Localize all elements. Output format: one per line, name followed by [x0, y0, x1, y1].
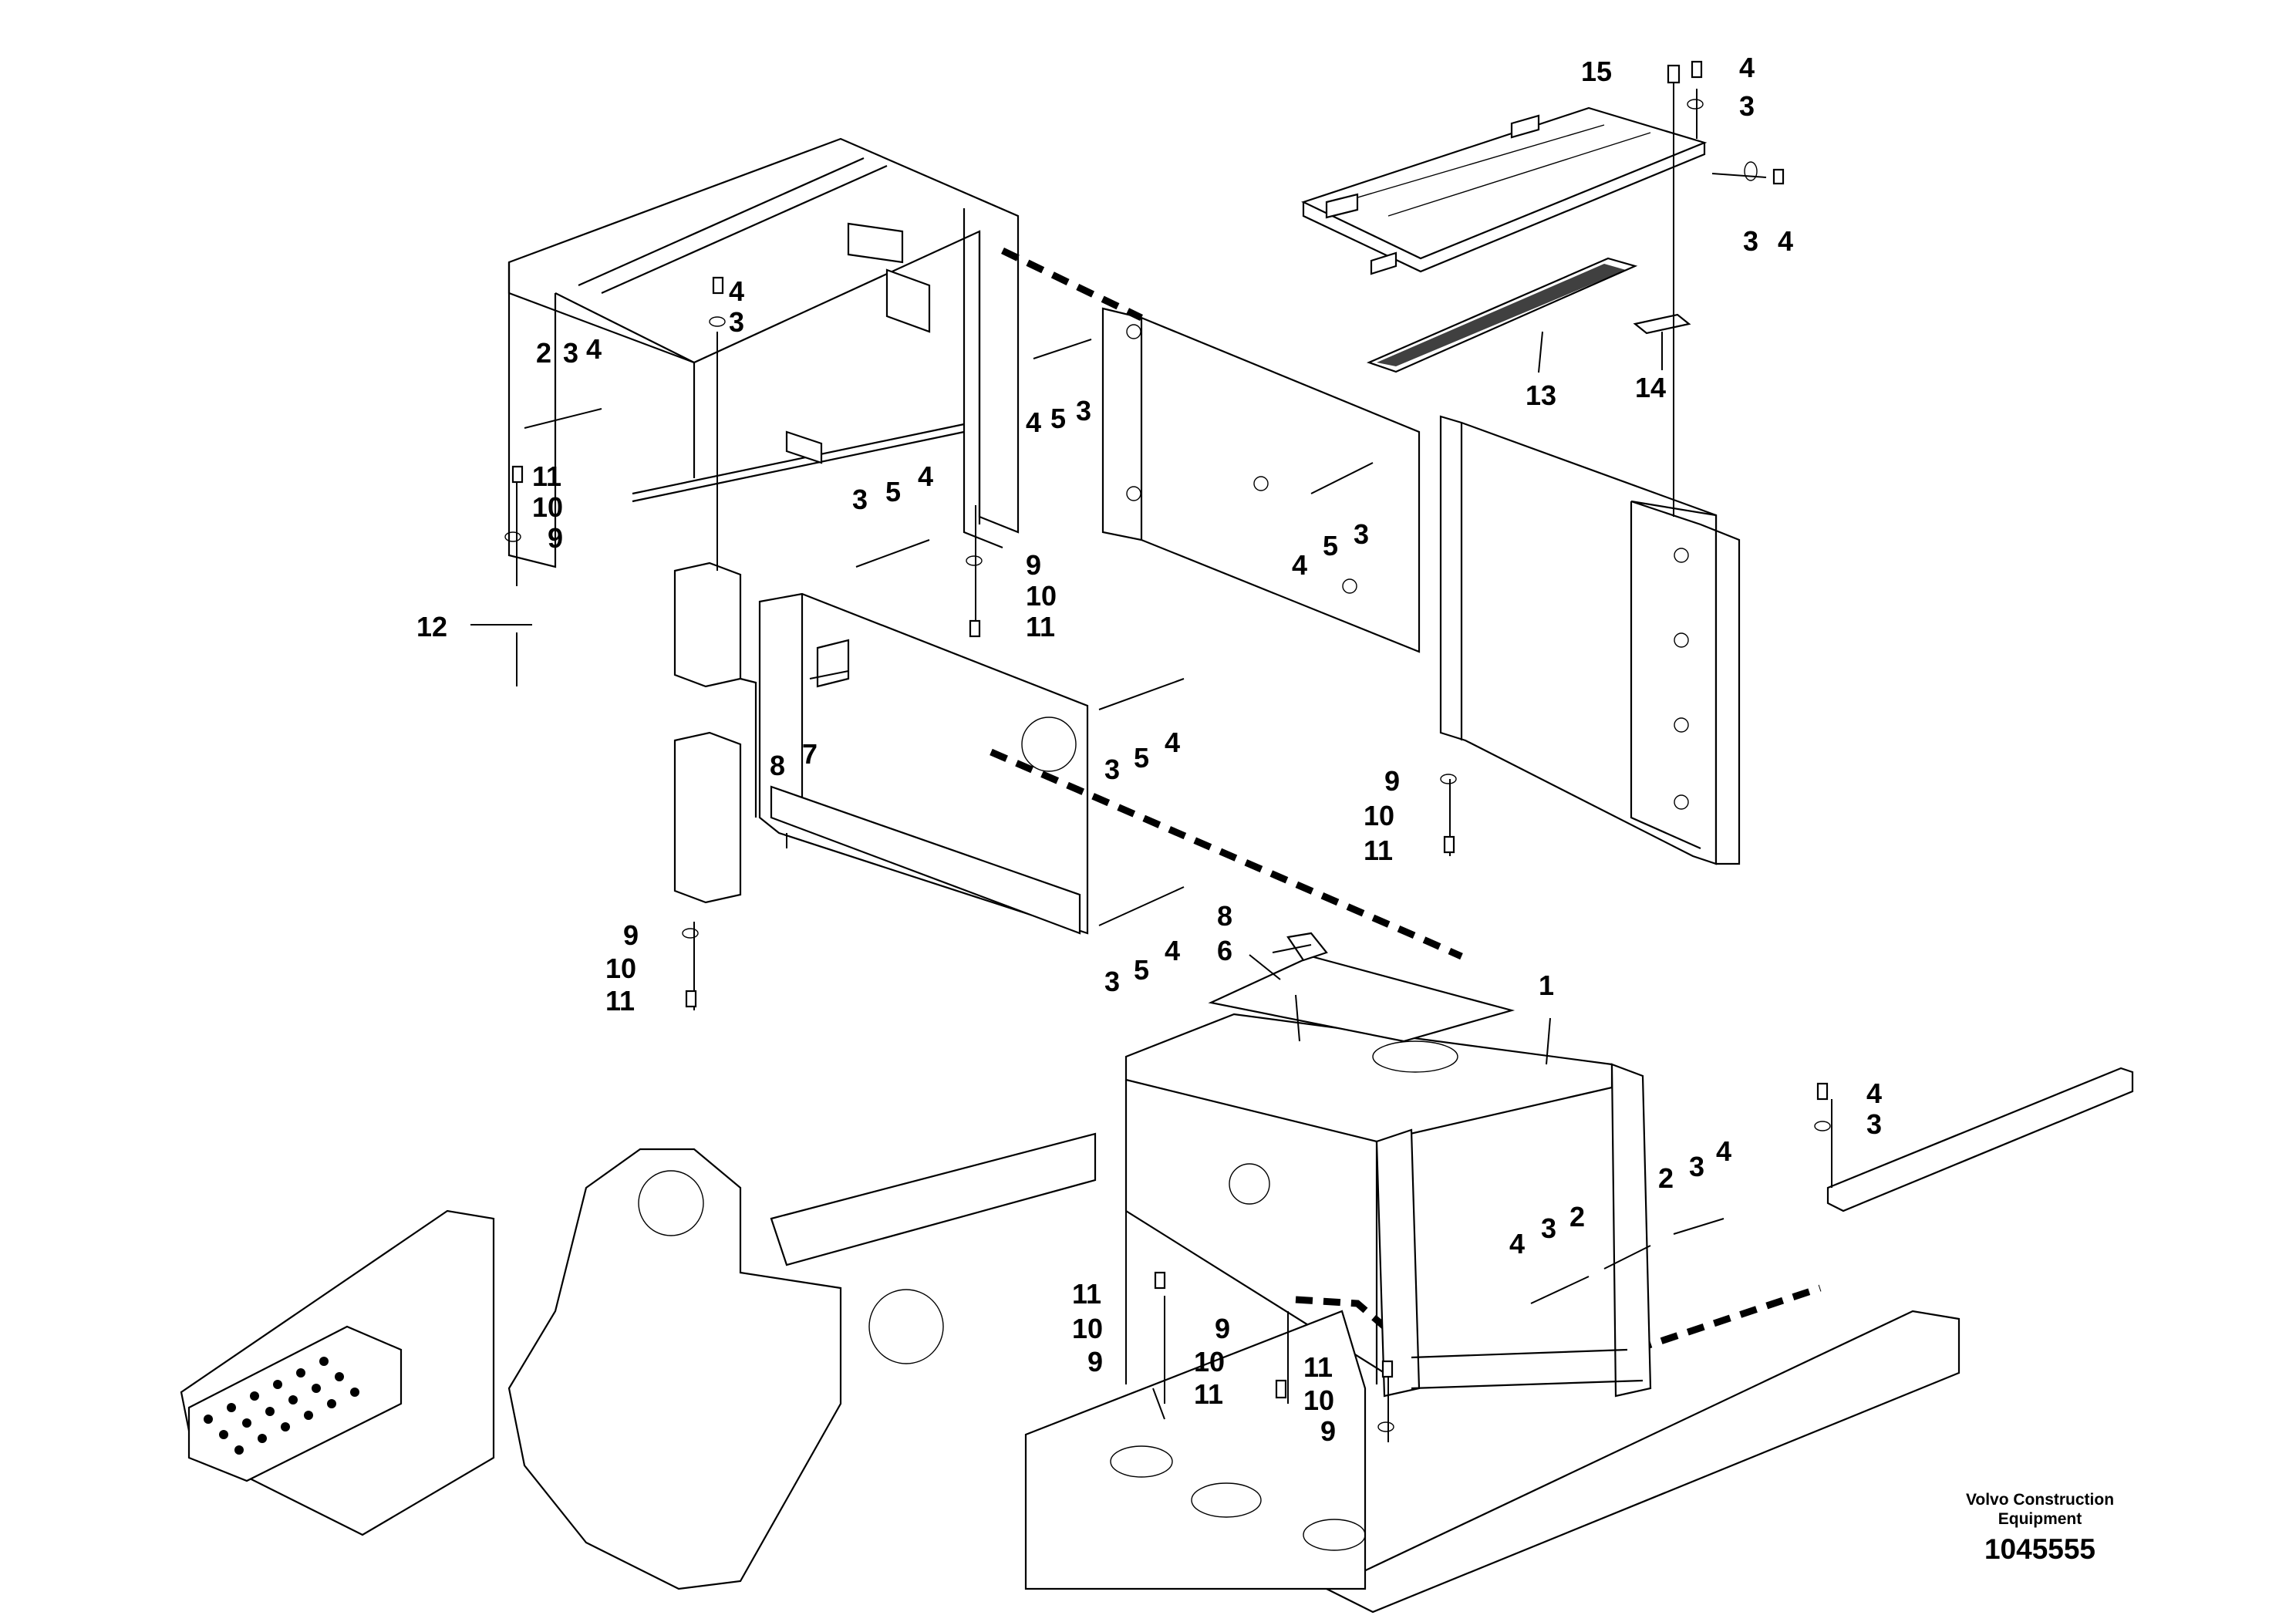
strip-part-14 — [1633, 313, 1691, 335]
callout-label: 4 — [1509, 1228, 1525, 1259]
callout-label: 3 — [852, 484, 868, 515]
callout-label: 5 — [1050, 403, 1066, 434]
right-rail-assembly — [1324, 1067, 2134, 1614]
callout-label: 2 — [536, 337, 551, 369]
callout-label: 9 — [1087, 1346, 1103, 1378]
narrow-left-column — [673, 561, 757, 904]
callout-label: 9 — [623, 919, 639, 951]
callout-label: 7 — [802, 738, 818, 770]
grille-plate — [1366, 257, 1638, 373]
callout-label: 10 — [605, 953, 636, 984]
callout-label: 5 — [885, 476, 901, 508]
callout-label: 4 — [1866, 1077, 1882, 1109]
callout-label: 5 — [1134, 742, 1149, 774]
middle-front-panel — [758, 592, 1089, 935]
callout-label: 9 — [1384, 765, 1400, 797]
callout-label: 4 — [586, 333, 602, 365]
callout-label: 11 — [532, 460, 561, 492]
brand-line-2: Equipment — [1998, 1510, 2082, 1528]
left-main-frame — [507, 137, 1020, 568]
callout-label: 3 — [1541, 1212, 1556, 1244]
callout-label: 3 — [1104, 754, 1120, 785]
dashed-path-2 — [990, 748, 1463, 960]
drawing-number: 1045555 — [1984, 1533, 2096, 1565]
callout-label: 11 — [1364, 835, 1393, 866]
callout-label: 3 — [563, 337, 578, 369]
main-box-assembly — [1124, 932, 1652, 1398]
callout-label: 9 — [1320, 1415, 1336, 1447]
callout-label: 3 — [1076, 395, 1091, 427]
callout-label: 9 — [1026, 549, 1041, 581]
callout-label: 11 — [1303, 1351, 1333, 1383]
callout-label: 11 — [1026, 611, 1055, 642]
dashed-path-1 — [1001, 247, 1143, 322]
callout-label: 4 — [918, 460, 933, 492]
callout-label: 2 — [1569, 1201, 1585, 1233]
callout-label: 3 — [1354, 518, 1369, 550]
top-cover-plate — [1301, 106, 1708, 275]
callout-labels: 15 4 3 3 4 13 14 4 3 2 3 4 4 5 3 11 10 9… — [416, 52, 1882, 1447]
callout-label: 4 — [1739, 52, 1755, 83]
callout-label: 9 — [548, 522, 563, 554]
center-rear-panel — [1101, 307, 1421, 653]
callout-label: 2 — [1658, 1162, 1674, 1194]
callout-label: 8 — [1217, 900, 1232, 932]
callout-label: 3 — [1739, 90, 1755, 122]
callout-label: 4 — [1716, 1135, 1731, 1167]
callout-label: 5 — [1323, 530, 1338, 561]
callout-label: 3 — [1866, 1108, 1882, 1140]
callout-label: 10 — [1364, 800, 1394, 831]
callout-label: 11 — [605, 985, 635, 1017]
brand-line-1: Volvo Construction — [1965, 1491, 2115, 1509]
callout-label: 9 — [1215, 1313, 1230, 1344]
callout-label: 11 — [1072, 1278, 1101, 1310]
callout-label: 11 — [1194, 1378, 1223, 1410]
callout-label: 4 — [1165, 935, 1180, 966]
callout-label: 4 — [1778, 225, 1793, 257]
callout-label: 4 — [729, 275, 744, 307]
lower-chassis-frame — [180, 1132, 1367, 1590]
callout-label: 10 — [1303, 1384, 1334, 1416]
callout-label: 10 — [532, 491, 563, 523]
callout-label: 5 — [1134, 954, 1149, 986]
callout-label: 4 — [1292, 549, 1307, 581]
dashed-path-4 — [1633, 1284, 1822, 1354]
callout-label: 14 — [1635, 372, 1666, 403]
callout-label: 4 — [1026, 406, 1041, 438]
right-side-panel — [1439, 415, 1741, 865]
callout-label: 4 — [1165, 727, 1180, 758]
dashed-path-3 — [1295, 1296, 1387, 1330]
callout-label: 15 — [1581, 56, 1612, 87]
leader-lines — [470, 81, 1832, 1442]
callout-label: 8 — [770, 750, 785, 781]
callout-label: 10 — [1026, 580, 1057, 612]
callout-label: 3 — [729, 306, 744, 338]
callout-label: 3 — [1689, 1151, 1704, 1182]
fastener-marks — [504, 60, 1831, 1432]
callout-label: 12 — [416, 611, 447, 642]
callout-label: 6 — [1217, 935, 1232, 966]
brand-caption: Volvo Construction Equipment — [1944, 1490, 2136, 1529]
callout-label: 3 — [1743, 225, 1758, 257]
callout-label: 13 — [1526, 379, 1556, 411]
callout-label: 10 — [1072, 1313, 1103, 1344]
callout-label: 1 — [1539, 969, 1554, 1001]
callout-label: 10 — [1194, 1346, 1225, 1378]
callout-label: 3 — [1104, 966, 1120, 997]
